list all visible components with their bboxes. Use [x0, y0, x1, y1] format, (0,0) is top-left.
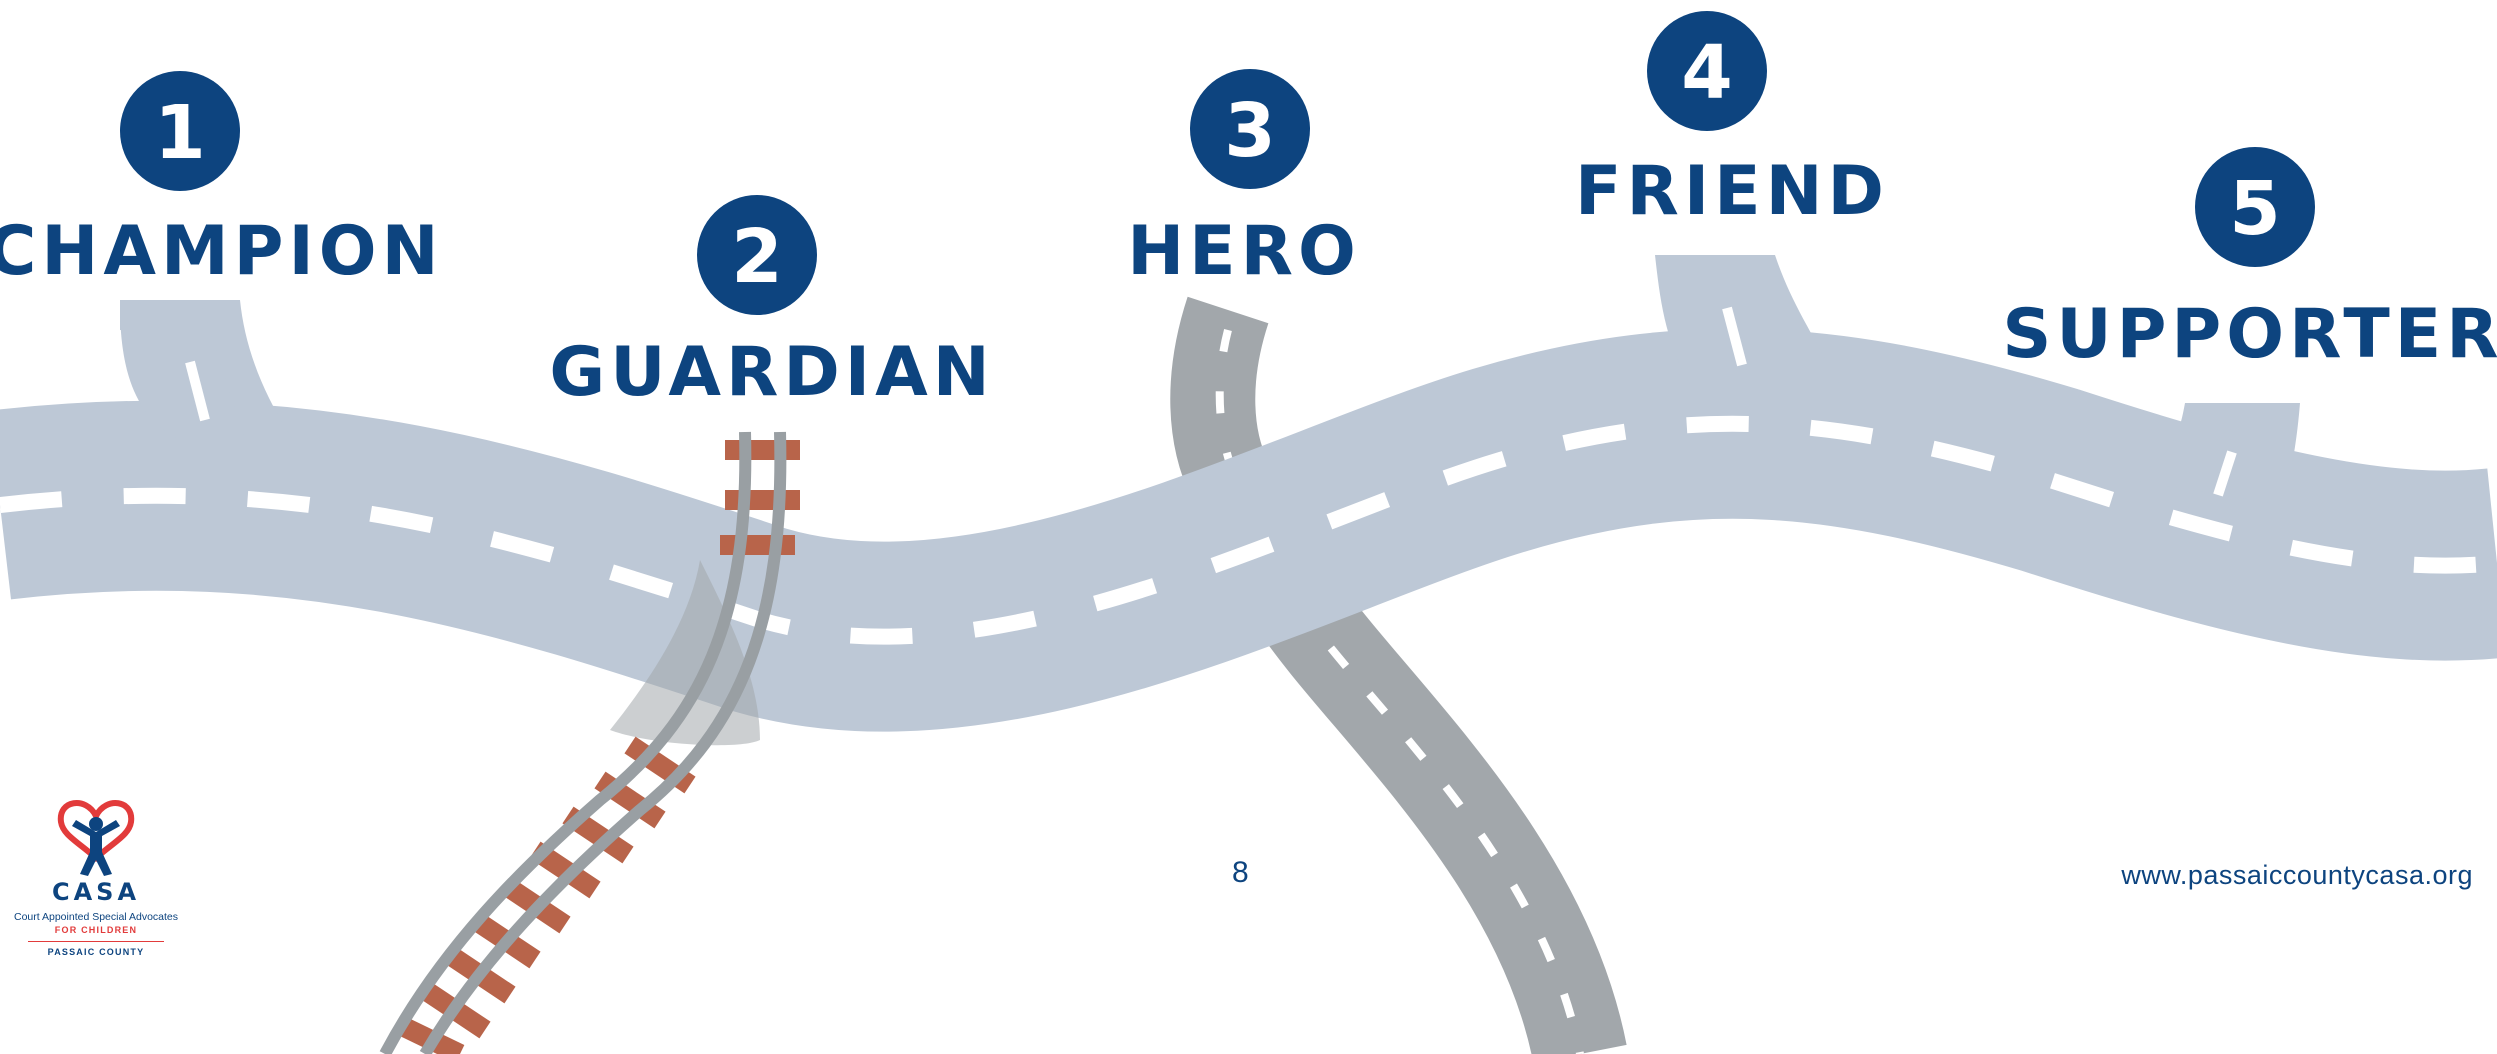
logo-divider — [28, 941, 164, 942]
step-4-label: FRIEND — [1575, 152, 1889, 231]
website-link[interactable]: www.passaiccountycasa.org — [2121, 860, 2473, 891]
step-2: 2 GUARDIAN — [549, 195, 994, 412]
step-4: 4 FRIEND — [1575, 11, 1889, 231]
logo-county: PASSAIC COUNTY — [6, 947, 186, 957]
page-number: 8 — [1232, 856, 1249, 890]
step-5-number: 5 — [2229, 166, 2281, 252]
step-3: 3 HERO — [1127, 69, 1361, 291]
step-1-number: 1 — [154, 90, 206, 176]
step-2-label: GUARDIAN — [549, 333, 994, 412]
step-1: 1 CHAMPION — [0, 71, 443, 291]
step-5: 5 SUPPORTER — [2002, 147, 2497, 374]
casa-logo: CASA Court Appointed Special Advocates F… — [6, 790, 186, 970]
main-highway — [0, 424, 2497, 637]
casa-heart-figure-icon — [6, 790, 186, 880]
logo-subtitle: Court Appointed Special Advocates — [6, 911, 186, 923]
step-1-label: CHAMPION — [0, 212, 443, 291]
logo-casa-text: CASA — [6, 878, 186, 906]
friend-ramp — [1655, 255, 1840, 385]
step-5-label: SUPPORTER — [2002, 295, 2497, 374]
step-2-number: 2 — [731, 214, 783, 300]
step-4-number: 4 — [1681, 30, 1733, 116]
step-3-number: 3 — [1224, 88, 1276, 174]
step-3-label: HERO — [1127, 212, 1361, 291]
logo-for-children: FOR CHILDREN — [6, 925, 186, 935]
